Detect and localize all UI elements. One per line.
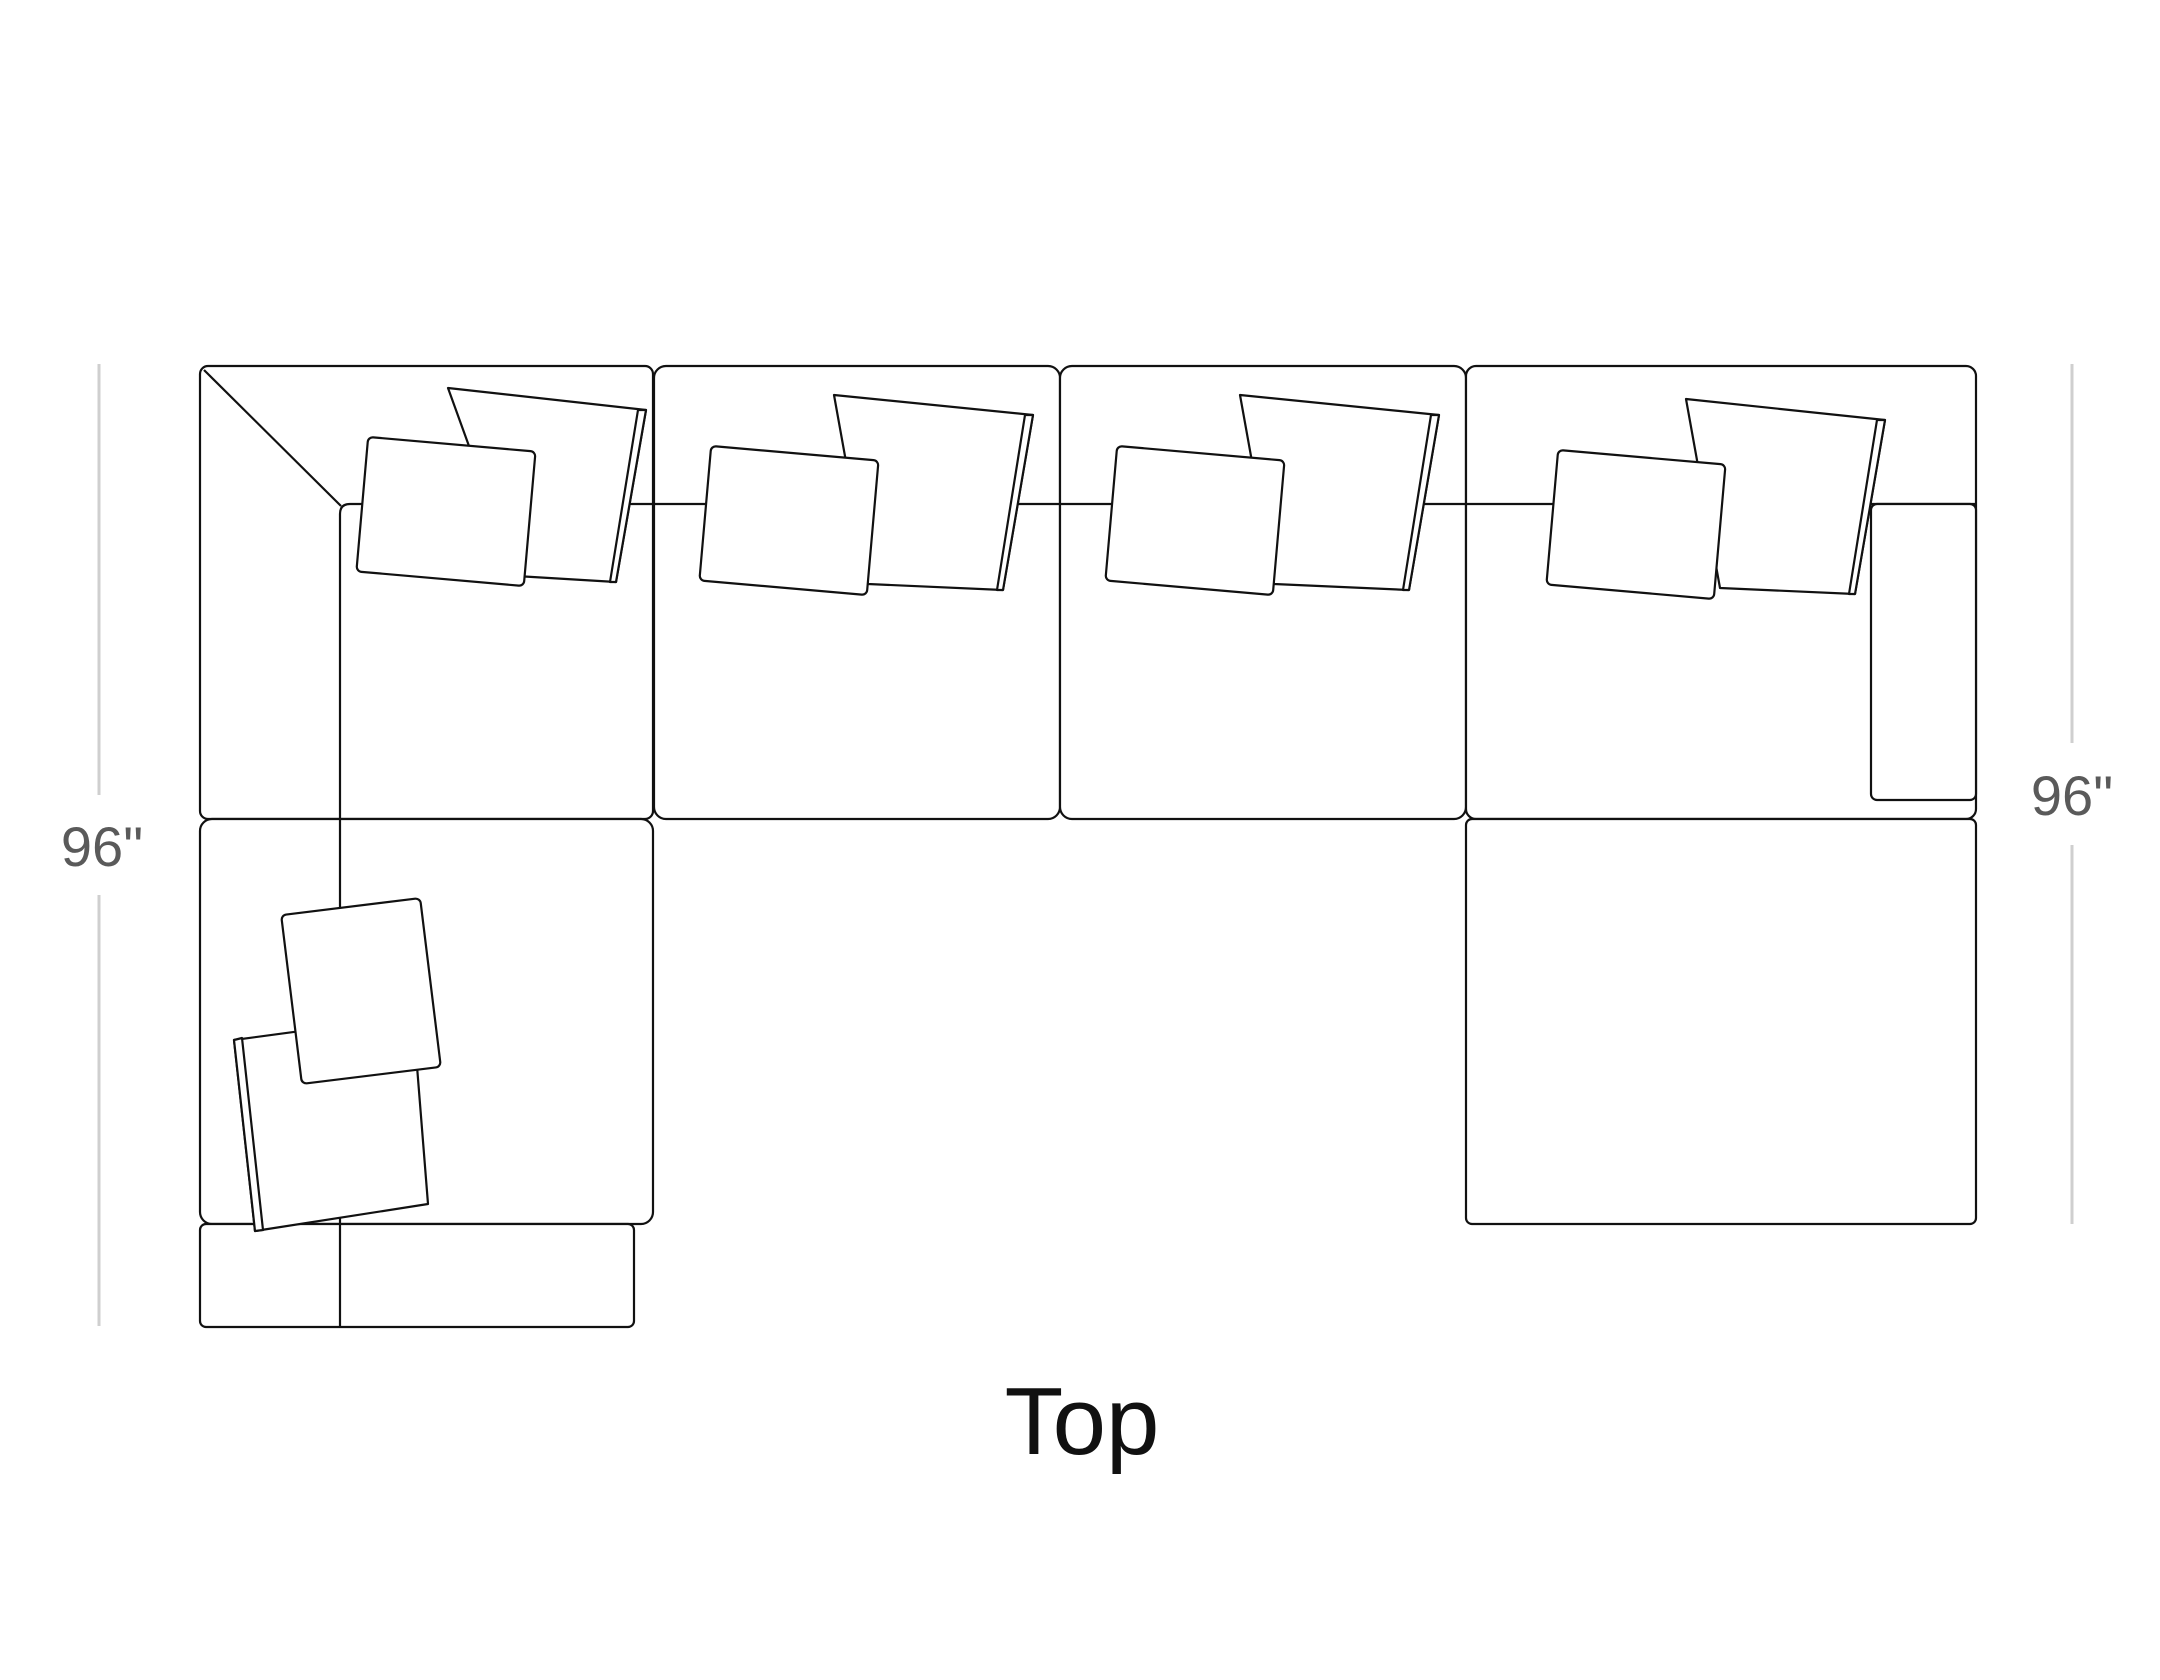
pillow-front-right-arm bbox=[1545, 449, 1727, 600]
pillow-front-armless-2 bbox=[1104, 445, 1286, 596]
left-dimension: 96" bbox=[61, 364, 143, 1326]
right-dimension: 96" bbox=[2031, 364, 2113, 1224]
pillow-pair-left-chaise bbox=[232, 897, 442, 1233]
view-caption: Top bbox=[1005, 1368, 1160, 1475]
pillow-pair-armless-1 bbox=[698, 393, 1035, 596]
pillow-back-armless-1-side bbox=[995, 413, 1035, 592]
pillow-pair-armless-2 bbox=[1104, 393, 1441, 596]
pillow-pair-right-arm bbox=[1545, 397, 1887, 600]
pillow-front-armless-1 bbox=[698, 445, 880, 596]
pillow-back-right-arm-side bbox=[1847, 418, 1887, 596]
corner-diagonal-seam bbox=[203, 369, 342, 507]
right-ottoman bbox=[1464, 817, 1978, 1226]
pillow-back-left-chaise-side bbox=[232, 1036, 265, 1233]
pillow-front-left-chaise bbox=[280, 897, 442, 1085]
corner-back-seam bbox=[338, 502, 653, 819]
pillow-front-corner bbox=[355, 436, 537, 587]
pillow-back-armless-2-side bbox=[1401, 413, 1441, 592]
right-dimension-label: 96" bbox=[2031, 764, 2113, 827]
pillow-back-corner-side bbox=[608, 408, 648, 584]
left-arm-rest bbox=[198, 1222, 636, 1329]
right-arm-rest bbox=[1869, 502, 1978, 802]
left-dimension-label: 96" bbox=[61, 815, 143, 878]
pillows bbox=[232, 386, 1887, 1233]
pillow-pair-corner bbox=[355, 386, 648, 587]
